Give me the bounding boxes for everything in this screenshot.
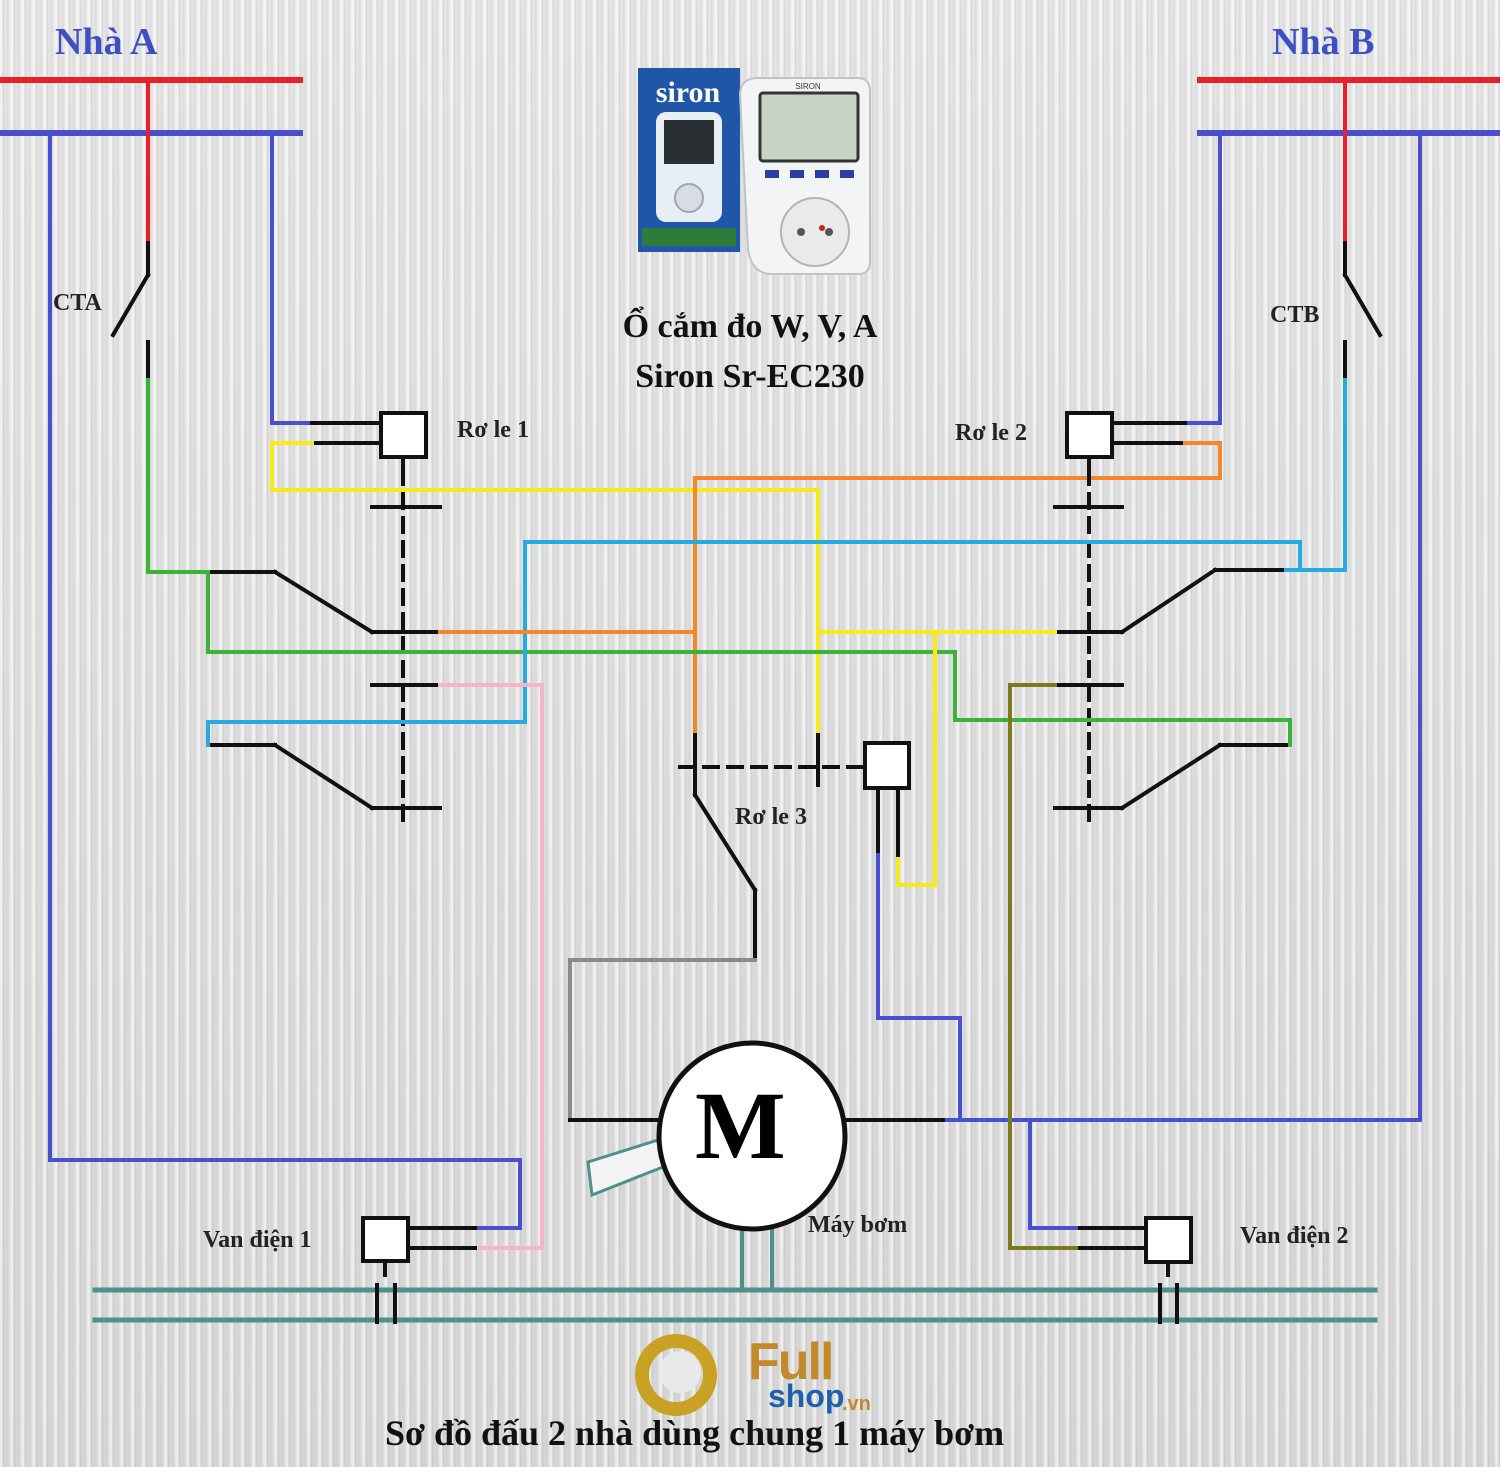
motor-neutral-valve2 bbox=[1028, 1118, 1082, 1230]
house-a-neutral-valve1 bbox=[48, 131, 522, 1230]
siron-product-box-image: siron bbox=[638, 68, 740, 252]
pump-label: Máy bơm bbox=[808, 1212, 908, 1238]
relay2-label: Rơ le 2 bbox=[955, 420, 1027, 446]
house-a-switched-phase bbox=[146, 378, 210, 574]
pump-motor-circle bbox=[656, 1040, 848, 1232]
house-a-label: Nhà A bbox=[55, 21, 158, 63]
valve1-box bbox=[361, 1216, 410, 1263]
product-caption-line2: Siron Sr-EC230 bbox=[635, 358, 865, 395]
relay2-contact-lower-blade bbox=[1119, 742, 1223, 811]
relay1-coil-box bbox=[379, 411, 428, 459]
switch-cta-label: CTA bbox=[53, 290, 102, 316]
valve2-box bbox=[1144, 1216, 1193, 1264]
relay3-coil-box bbox=[863, 741, 911, 790]
logo-word-shop: shop bbox=[768, 1378, 845, 1414]
relay3-blade bbox=[692, 792, 758, 893]
relay1-yellow-link bbox=[270, 441, 820, 737]
relay1-pink-valve1 bbox=[438, 683, 544, 1250]
house-b-neutral-motor bbox=[848, 131, 1422, 1122]
relay3-coil-yellow bbox=[896, 630, 937, 887]
house-b-label: Nhà B bbox=[1272, 21, 1375, 63]
house-a-green-crossover bbox=[206, 570, 1292, 747]
house-b-switched-phase bbox=[1280, 378, 1347, 572]
switch-cta-blade bbox=[110, 272, 151, 338]
relay2-olive-valve2 bbox=[1008, 683, 1082, 1250]
fullshop-logo-ring bbox=[635, 1334, 717, 1416]
relay3-label: Rơ le 3 bbox=[735, 804, 807, 830]
relay1-contact-upper-blade bbox=[272, 569, 375, 635]
motor-letter: M bbox=[695, 1072, 786, 1179]
house-b-neutral-relay2 bbox=[1183, 131, 1222, 425]
switch-ctb-label: CTB bbox=[1270, 302, 1320, 328]
house-b-blue-crossover bbox=[206, 540, 1302, 747]
house-a-neutral-relay1 bbox=[270, 131, 314, 425]
relay2-contact-upper-blade bbox=[1119, 567, 1218, 635]
logo-suffix: .vn bbox=[842, 1393, 871, 1415]
relay2-orange-link bbox=[693, 441, 1222, 737]
motor-feed-gray bbox=[568, 958, 757, 1122]
valve2-label: Van điện 2 bbox=[1240, 1223, 1349, 1249]
relay2-coil-box bbox=[1065, 411, 1114, 459]
diagram-title: Sơ đồ đấu 2 nhà dùng chung 1 máy bơm bbox=[385, 1413, 1005, 1453]
relay1-label: Rơ le 1 bbox=[457, 417, 529, 443]
product-box-brand: siron bbox=[656, 76, 721, 109]
valve1-label: Van điện 1 bbox=[203, 1227, 312, 1253]
relay1-contact-lower-blade bbox=[272, 742, 375, 811]
siron-meter-device-image: SIRON bbox=[738, 77, 871, 275]
device-brand: SIRON bbox=[795, 82, 821, 91]
relay3-coil-blue bbox=[876, 853, 962, 1122]
switch-ctb-blade bbox=[1342, 272, 1383, 338]
product-caption-line1: Ổ cắm đo W, V, A bbox=[622, 308, 878, 345]
pump-outlet bbox=[586, 1138, 670, 1198]
logo-word-full: Full bbox=[748, 1333, 834, 1391]
